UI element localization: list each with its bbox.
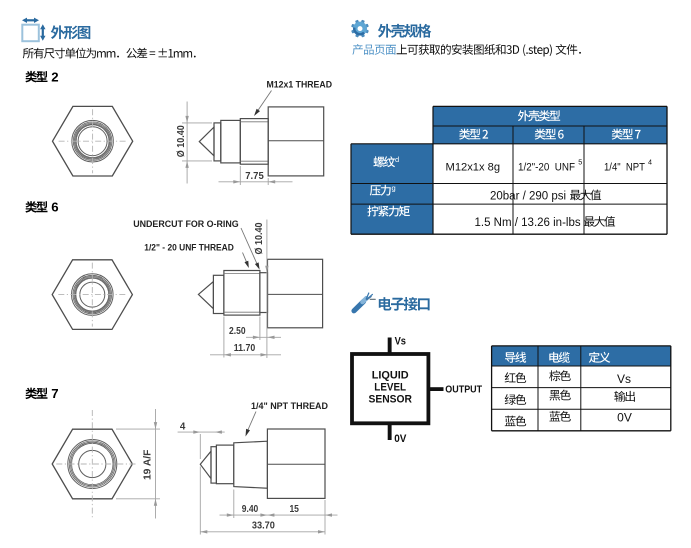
svg-text:Ø 10.40: Ø 10.40 [254, 222, 265, 255]
svg-text:7.75: 7.75 [245, 171, 264, 182]
svg-text:LIQUID: LIQUID [372, 370, 409, 382]
svg-text:d: d [395, 155, 399, 164]
svg-text:7: 7 [51, 386, 58, 401]
svg-text:6: 6 [51, 200, 58, 215]
svg-text:1/4" NPT THREAD: 1/4" NPT THREAD [251, 401, 328, 411]
svg-text:0V: 0V [394, 433, 407, 445]
svg-text:4: 4 [180, 421, 186, 432]
svg-text:Vs: Vs [617, 372, 631, 386]
svg-text:Ø 10.40: Ø 10.40 [176, 125, 187, 158]
svg-text:1/2" - 20 UNF THREAD: 1/2" - 20 UNF THREAD [144, 242, 234, 252]
svg-text:20bar / 290 psi: 20bar / 290 psi [490, 190, 566, 202]
svg-text:1/4" NPT: 1/4" NPT [604, 161, 645, 173]
svg-text:2.50: 2.50 [229, 326, 246, 337]
svg-text:33.70: 33.70 [252, 521, 276, 532]
svg-text:1/2"-20 UNF: 1/2"-20 UNF [518, 161, 575, 173]
svg-text:1.5 Nm / 13.26 in-lbs: 1.5 Nm / 13.26 in-lbs [475, 217, 581, 229]
svg-text:g: g [392, 183, 396, 192]
svg-text:11.70: 11.70 [234, 343, 256, 354]
svg-text:M12x1x 8g: M12x1x 8g [446, 161, 501, 173]
svg-text:5: 5 [578, 158, 582, 167]
svg-text:M12x1 THREAD: M12x1 THREAD [267, 80, 333, 90]
svg-text:9.40: 9.40 [242, 504, 259, 515]
svg-text:LEVEL: LEVEL [374, 382, 406, 394]
svg-text:2: 2 [51, 69, 58, 84]
svg-text:15: 15 [289, 504, 299, 515]
svg-text:OUTPUT: OUTPUT [445, 384, 482, 395]
svg-text:UNDERCUT FOR O-RING: UNDERCUT FOR O-RING [133, 219, 239, 229]
svg-text:0V: 0V [617, 411, 632, 425]
svg-text:Vs: Vs [395, 335, 406, 347]
svg-text:19 A/F: 19 A/F [143, 450, 154, 481]
svg-text:SENSOR: SENSOR [369, 393, 412, 405]
svg-text:4: 4 [648, 158, 652, 167]
